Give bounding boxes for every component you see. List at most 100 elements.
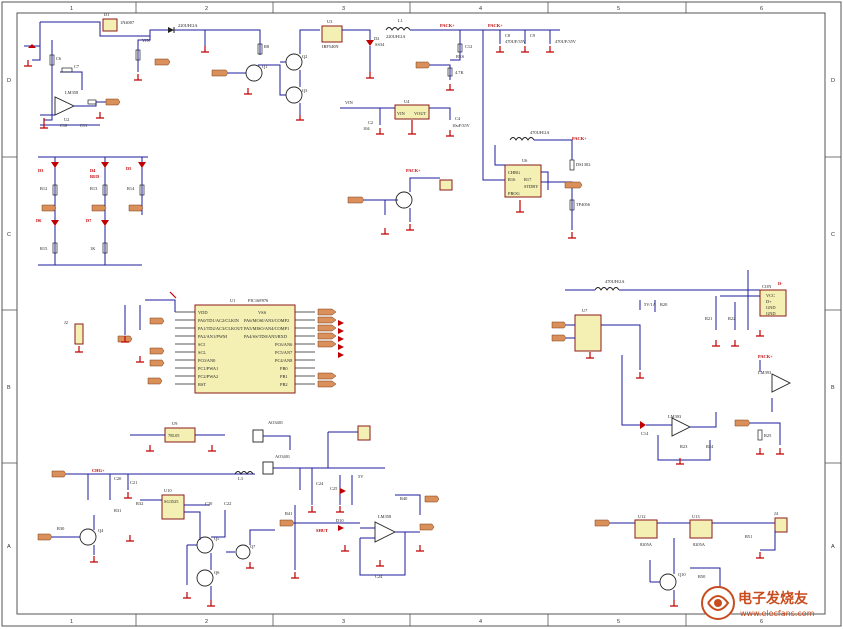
svg-text:R22: R22 — [728, 316, 735, 321]
svg-text:U4: U4 — [404, 99, 410, 104]
svg-text:PA1/TD2/AC3/CLKOUT: PA1/TD2/AC3/CLKOUT — [198, 326, 244, 331]
col-label: 1 — [70, 6, 73, 12]
svg-text:LM393: LM393 — [668, 414, 682, 419]
svg-text:D4: D4 — [90, 168, 96, 173]
svg-text:1K: 1K — [90, 246, 96, 251]
svg-text:D+: D+ — [766, 299, 772, 304]
svg-text:R50: R50 — [698, 574, 706, 579]
svg-text:D1: D1 — [104, 12, 109, 17]
svg-text:8205A: 8205A — [693, 542, 706, 547]
svg-text:C14: C14 — [641, 431, 649, 436]
svg-text:VOUT: VOUT — [414, 111, 427, 116]
svg-text:C21: C21 — [130, 480, 137, 485]
svg-text:U2: U2 — [64, 117, 69, 122]
svg-text:470UF/35V: 470UF/35V — [555, 39, 577, 44]
ldo-regulator-block: VIN U4 VIN VOUT C2 104 C4 10uF/35V — [340, 99, 471, 137]
svg-text:L1: L1 — [398, 18, 403, 23]
svg-text:CHRG: CHRG — [508, 170, 521, 175]
svg-text:U13: U13 — [692, 514, 700, 519]
svg-text:VDD: VDD — [198, 310, 208, 315]
svg-text:PB0: PB0 — [280, 366, 288, 371]
svg-text:D7: D7 — [86, 218, 92, 223]
svg-text:R16: R16 — [508, 177, 516, 182]
svg-text:D10: D10 — [336, 518, 344, 523]
svg-text:C4: C4 — [455, 116, 461, 121]
svg-text:Q10: Q10 — [678, 572, 686, 577]
svg-text:J4: J4 — [774, 511, 779, 516]
svg-text:PACK+: PACK+ — [440, 23, 455, 28]
mcu-part: PIC16F876 — [248, 298, 269, 303]
svg-text:R25: R25 — [764, 433, 772, 438]
output-cap-block: PACK+ PACK+ C12 RES 4.7K C8 C9 470UF/35V… — [415, 23, 577, 181]
svg-text:R17: R17 — [524, 177, 532, 182]
svg-text:SG3525: SG3525 — [164, 499, 179, 504]
mcu-right-pins: VSS PA6/MOSI/AN3/COMP2 PA5/MISO/AN4/COMP… — [244, 310, 315, 387]
svg-text:R14: R14 — [127, 186, 135, 191]
svg-text:SHUT: SHUT — [316, 528, 328, 533]
mcu-left-pins: VDD PA0/TD1/AC2/CLKIN PA1/TD2/AC3/CLKOUT… — [175, 310, 244, 387]
usb-output-block: 470UH/2A U7 5V/1A R20 D- CON VCC D+ GND … — [551, 270, 787, 379]
svg-text:R30: R30 — [57, 526, 65, 531]
row-label: D — [7, 78, 11, 84]
frame-column-labels: 1 2 3 4 5 6 1 2 3 4 5 6 — [70, 2, 763, 626]
col-label: 2 — [205, 619, 208, 625]
svg-text:PA4/SS/TD0/AN5/RXD: PA4/SS/TD0/AN5/RXD — [244, 334, 287, 339]
svg-text:AO3401: AO3401 — [275, 454, 290, 459]
svg-text:R20: R20 — [660, 302, 668, 307]
svg-text:VIN: VIN — [397, 111, 406, 116]
col-label: 2 — [205, 6, 208, 12]
svg-text:GND: GND — [766, 305, 776, 310]
col-label: 5 — [617, 619, 620, 625]
svg-text:RST: RST — [198, 382, 206, 387]
svg-text:D3: D3 — [38, 168, 44, 173]
svg-text:PC6/AN6: PC6/AN6 — [275, 342, 293, 347]
svg-text:PA0/TD1/AC2/CLKIN: PA0/TD1/AC2/CLKIN — [198, 318, 240, 323]
svg-text:PACK+: PACK+ — [488, 23, 503, 28]
svg-text:U12: U12 — [638, 514, 646, 519]
svg-text:470UH/2A: 470UH/2A — [530, 130, 550, 135]
svg-text:LM393: LM393 — [758, 370, 772, 375]
col-label: 1 — [70, 619, 73, 625]
svg-text:U3: U3 — [327, 19, 333, 24]
svg-text:R15: R15 — [40, 246, 48, 251]
svg-text:C12: C12 — [465, 44, 472, 49]
svg-text:GND: GND — [766, 311, 776, 316]
svg-text:VCC: VCC — [766, 293, 775, 298]
row-label: D — [831, 78, 835, 84]
svg-text:5V/1A: 5V/1A — [644, 302, 657, 307]
svg-text:U6: U6 — [522, 158, 528, 163]
svg-text:R13: R13 — [90, 186, 98, 191]
svg-text:4.7K: 4.7K — [455, 70, 464, 75]
svg-text:R24: R24 — [706, 444, 714, 449]
row-label: C — [831, 232, 835, 238]
row-label: C — [7, 232, 11, 238]
mcu-net-labels — [117, 308, 344, 388]
svg-text:8205A: 8205A — [640, 542, 653, 547]
svg-text:Q1: Q1 — [262, 64, 267, 69]
svg-text:104: 104 — [363, 126, 370, 131]
svg-text:220UH/2A: 220UH/2A — [386, 34, 406, 39]
svg-text:C6: C6 — [56, 56, 62, 61]
svg-text:D6: D6 — [36, 218, 42, 223]
col-label: 4 — [479, 619, 482, 625]
svg-text:PROG: PROG — [508, 191, 521, 196]
svg-text:D-: D- — [778, 281, 783, 286]
svg-text:10uF/35V: 10uF/35V — [452, 123, 471, 128]
svg-text:RES: RES — [456, 54, 465, 59]
svg-text:C8: C8 — [505, 33, 511, 38]
svg-text:C22: C22 — [224, 501, 231, 506]
svg-text:Q2: Q2 — [302, 54, 307, 59]
watermark-url: www.elecfans.com — [740, 609, 815, 618]
svg-text:Q6: Q6 — [214, 570, 220, 575]
input-protection-block: D1 1N4007 C6 C7 LM358 U2 C10 C11 — [24, 12, 230, 129]
svg-text:PB2: PB2 — [280, 382, 288, 387]
svg-text:D5: D5 — [126, 166, 132, 171]
svg-text:LM358: LM358 — [378, 514, 392, 519]
svg-text:R21: R21 — [705, 316, 712, 321]
svg-text:PA5/MISO/AN4/COMP1: PA5/MISO/AN4/COMP1 — [244, 326, 289, 331]
row-label: B — [7, 385, 11, 391]
svg-text:DS1302: DS1302 — [576, 162, 590, 167]
row-label: A — [7, 544, 11, 550]
mcu-designator: U1 — [230, 298, 235, 303]
svg-text:Q4: Q4 — [98, 528, 104, 533]
